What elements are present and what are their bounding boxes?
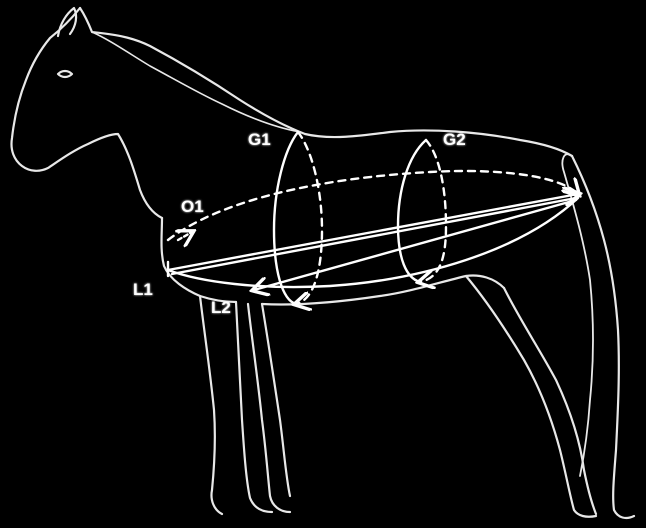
label-o1: O1 (181, 198, 204, 215)
horse-eye (58, 71, 72, 77)
label-l2: L2 (211, 299, 231, 316)
l1-lower-line (172, 198, 576, 274)
horse-face-outline (11, 8, 162, 218)
label-g1: G1 (248, 131, 271, 148)
label-g2: G2 (443, 131, 466, 148)
horse-outline (11, 8, 634, 518)
g2-solid-arc (398, 140, 426, 282)
g2-dashed-arc (420, 140, 446, 282)
horse-head-outline (80, 8, 572, 156)
o1-bottom-arc (168, 198, 578, 287)
o1-start-arrow (178, 232, 192, 240)
label-l1: L1 (133, 281, 153, 298)
measurement-overlay (168, 132, 578, 304)
l1-upper-line (168, 194, 578, 270)
horse-hind-leg-far (504, 156, 634, 518)
horse-front-leg-far (248, 304, 290, 512)
horse-hind-leg-near (466, 276, 596, 517)
